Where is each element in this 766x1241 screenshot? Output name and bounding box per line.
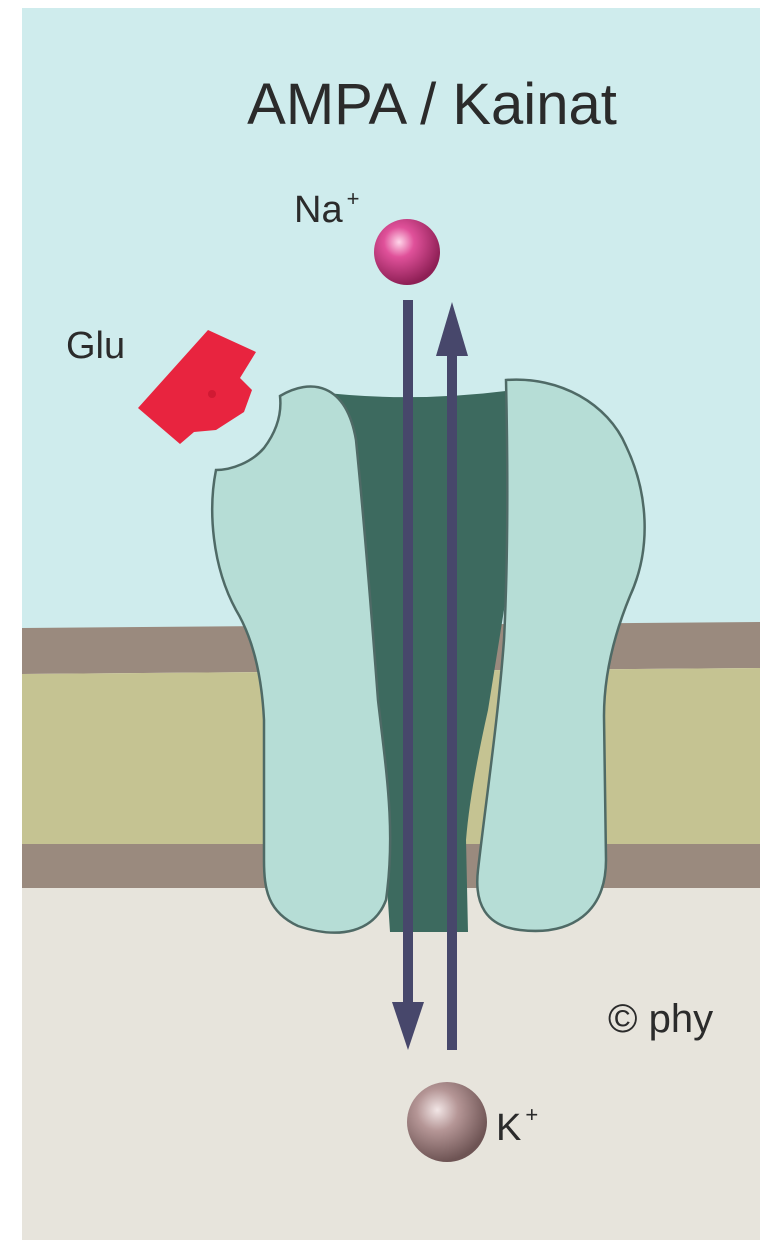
glutamate-notch (208, 390, 216, 398)
glutamate-label: Glu (66, 325, 125, 367)
diagram-title: AMPA / Kainat (247, 72, 617, 137)
sodium-ion-icon (374, 219, 440, 285)
sodium-symbol: Na (294, 189, 343, 231)
potassium-symbol: K (496, 1107, 521, 1149)
sodium-charge: + (347, 186, 360, 211)
potassium-ion-icon (407, 1082, 487, 1162)
receptor-channel (212, 380, 644, 933)
copyright-notice: © phy (608, 997, 713, 1041)
potassium-charge: + (525, 1102, 538, 1127)
